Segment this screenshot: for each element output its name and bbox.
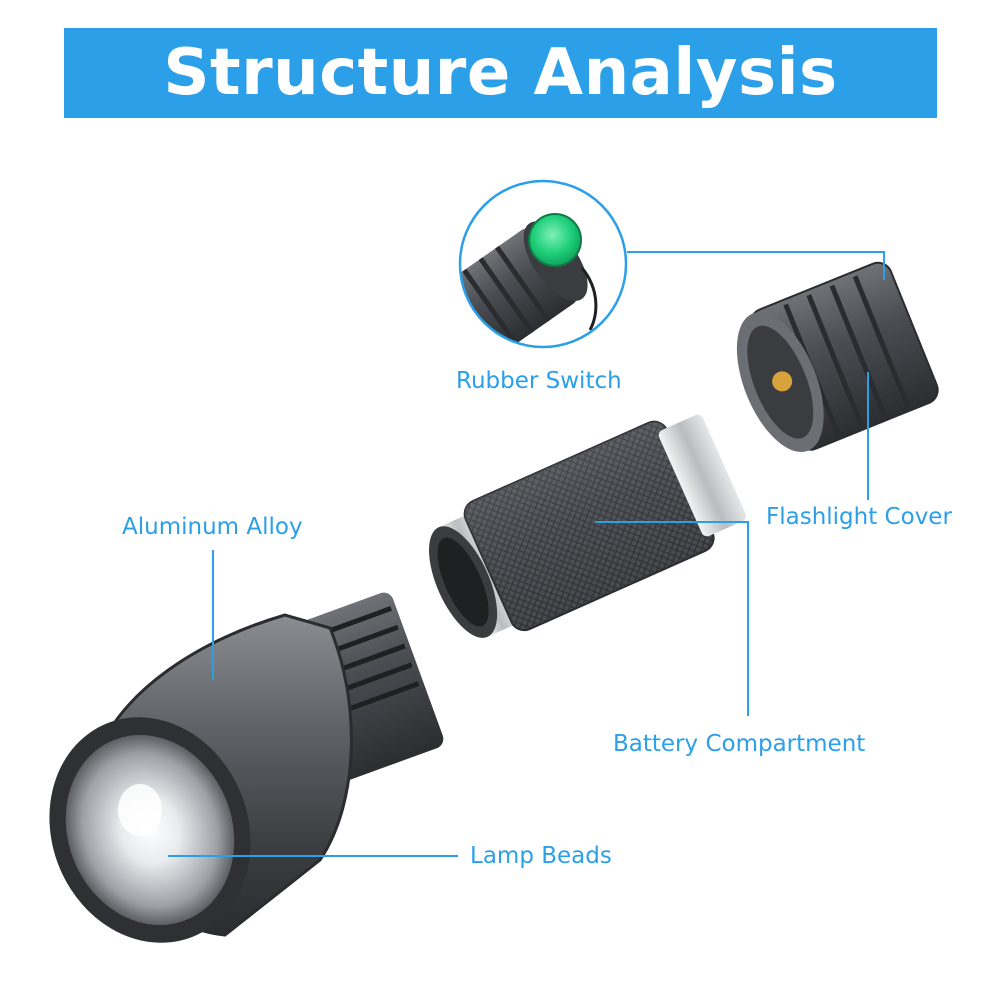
leader-lines: [168, 251, 885, 857]
rubber-switch-zoom: [458, 179, 628, 349]
label-rubber-switch: Rubber Switch: [456, 368, 622, 394]
title-banner: Structure Analysis: [64, 28, 937, 118]
label-battery-compartment: Battery Compartment: [613, 731, 866, 757]
label-flashlight-cover: Flashlight Cover: [766, 504, 952, 530]
page-title: Structure Analysis: [163, 36, 838, 110]
battery-compartment-tube: [429, 414, 747, 638]
flashlight-head: [49, 592, 444, 943]
label-aluminum-alloy: Aluminum Alloy: [122, 514, 303, 540]
label-lamp-beads: Lamp Beads: [470, 843, 612, 869]
flashlight-cover: [736, 261, 939, 453]
